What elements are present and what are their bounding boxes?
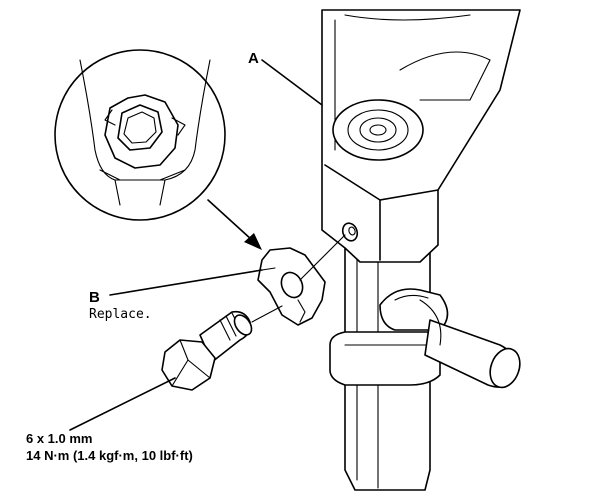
bolt	[161, 310, 253, 391]
leader-line-bolt	[69, 377, 176, 431]
detail-magnifier	[54, 49, 226, 221]
label-bolt-torque: 14 N·m (1.4 kgf·m, 10 lbf·ft)	[26, 448, 193, 463]
label-part-b: B	[89, 289, 100, 306]
alignment-line	[299, 234, 346, 281]
label-bolt-size: 6 x 1.0 mm	[26, 431, 93, 446]
side-shaft	[419, 299, 521, 389]
lock-plate	[257, 247, 326, 326]
bolt-alignment-line	[251, 305, 283, 323]
detail-arrow	[207, 199, 262, 250]
leader-line-b	[109, 269, 263, 296]
steering-column-housing	[321, 9, 521, 491]
label-part-a: A	[248, 50, 259, 67]
label-part-b-note: Replace.	[89, 307, 152, 322]
leader-line-a	[261, 59, 323, 106]
